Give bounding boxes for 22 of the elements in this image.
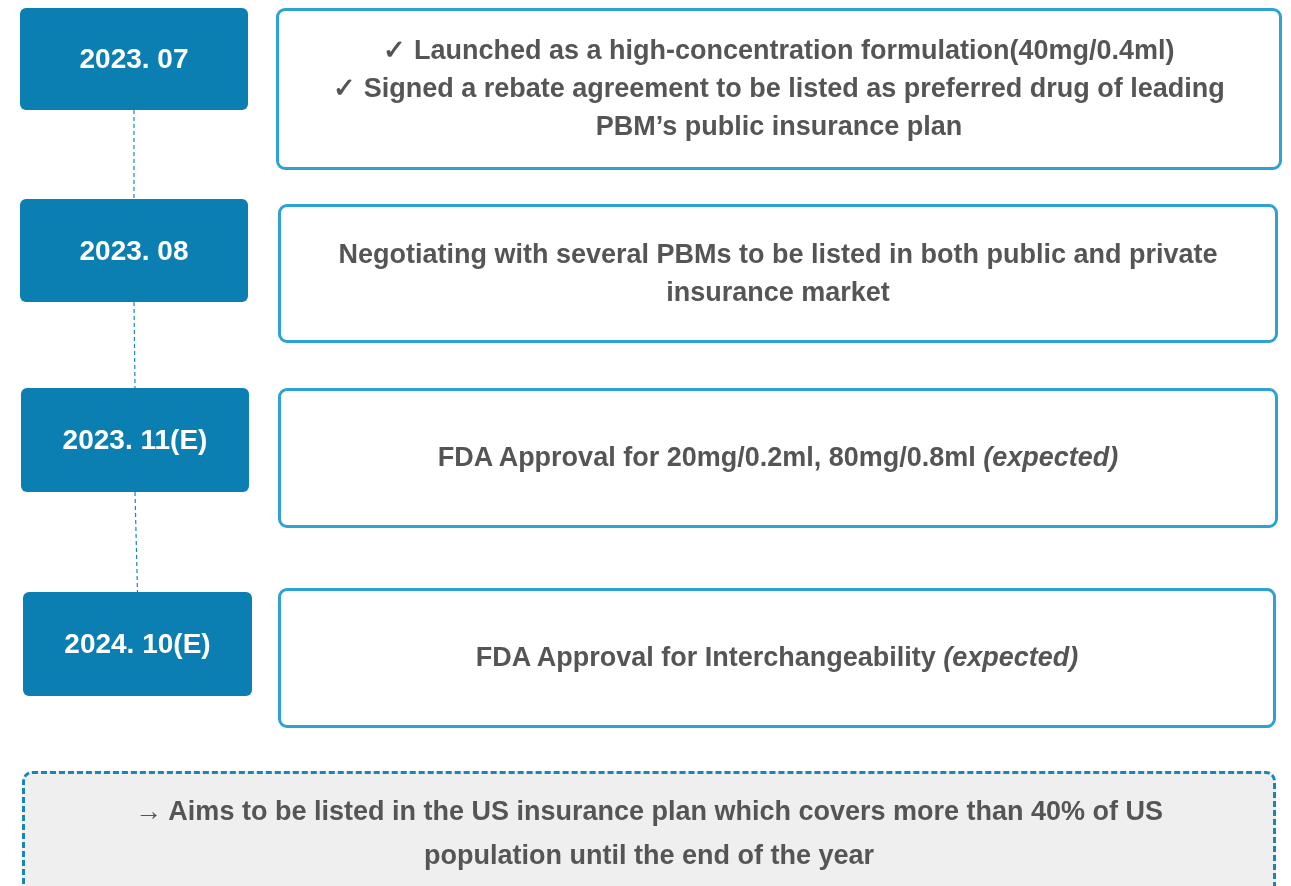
date-label: 2023. 11(E) — [62, 424, 208, 456]
milestone-box — [278, 588, 1276, 728]
milestone-text: ✓ Signed a rebate agreement to be listed as preferred drug of leading PBM’s public insurance plan — [332, 72, 1226, 143]
date-label: 2023. 08 — [79, 234, 189, 267]
date-label: 2024. 10(E) — [64, 628, 211, 660]
date-box — [20, 199, 248, 302]
date-box — [21, 388, 249, 492]
date-box — [23, 592, 252, 696]
milestone-text: Negotiating with several PBMs to be listed in both public and private insurance market — [337, 237, 1219, 309]
goal-box — [22, 771, 1276, 886]
date-label: 2023. 07 — [79, 43, 189, 75]
milestone-text: FDA Approval for 20mg/0.2ml, 80mg/0.8ml (expected) — [437, 441, 1119, 475]
milestone-text: → Aims to be listed in the US insurance plan which covers more than 40% of US population until the end of the year — [133, 795, 1165, 872]
date-box — [20, 8, 248, 110]
timeline-connector — [133, 109, 135, 200]
milestone-box — [276, 8, 1282, 170]
timeline-connector — [133, 301, 136, 389]
milestone-box — [278, 204, 1278, 343]
milestone-text: ✓ Launched as a high-concentration formulation(40mg/0.4ml) — [383, 34, 1175, 68]
timeline-connector — [134, 491, 139, 593]
milestone-box — [278, 388, 1278, 528]
milestone-text: FDA Approval for Interchangeability (expected) — [475, 641, 1079, 675]
